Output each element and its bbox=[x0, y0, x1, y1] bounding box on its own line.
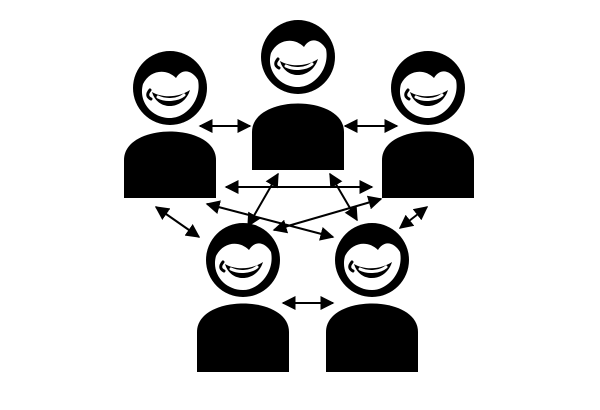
connection-arrows bbox=[154, 119, 429, 310]
person-body bbox=[326, 303, 418, 372]
person-right bbox=[382, 51, 474, 198]
smile-teeth bbox=[156, 93, 186, 101]
person-bottom-right bbox=[326, 223, 418, 372]
mouth-curl bbox=[274, 57, 281, 70]
mouth-curl bbox=[348, 260, 355, 273]
mouth-curl bbox=[146, 88, 153, 101]
person-face bbox=[141, 71, 199, 118]
smile-teeth bbox=[358, 265, 388, 273]
arrow-left-bottom-left bbox=[154, 206, 201, 238]
person-body bbox=[382, 131, 474, 198]
person-face bbox=[269, 40, 327, 87]
person-body bbox=[252, 103, 344, 170]
mouth-curl bbox=[404, 88, 411, 101]
arrow-right-bottom-right bbox=[398, 206, 429, 229]
person-center bbox=[252, 20, 344, 170]
smile-teeth bbox=[414, 93, 444, 101]
people-group bbox=[124, 20, 474, 372]
person-face bbox=[399, 71, 457, 118]
smile-teeth bbox=[284, 62, 314, 70]
arrow-right-bottom-left bbox=[272, 195, 383, 234]
person-face bbox=[343, 243, 401, 290]
person-left bbox=[124, 51, 216, 198]
smile-teeth bbox=[229, 265, 259, 273]
person-body bbox=[197, 303, 289, 372]
person-body bbox=[124, 131, 216, 198]
person-face bbox=[214, 243, 272, 290]
person-bottom-left bbox=[197, 223, 289, 372]
mouth-curl bbox=[219, 260, 226, 273]
